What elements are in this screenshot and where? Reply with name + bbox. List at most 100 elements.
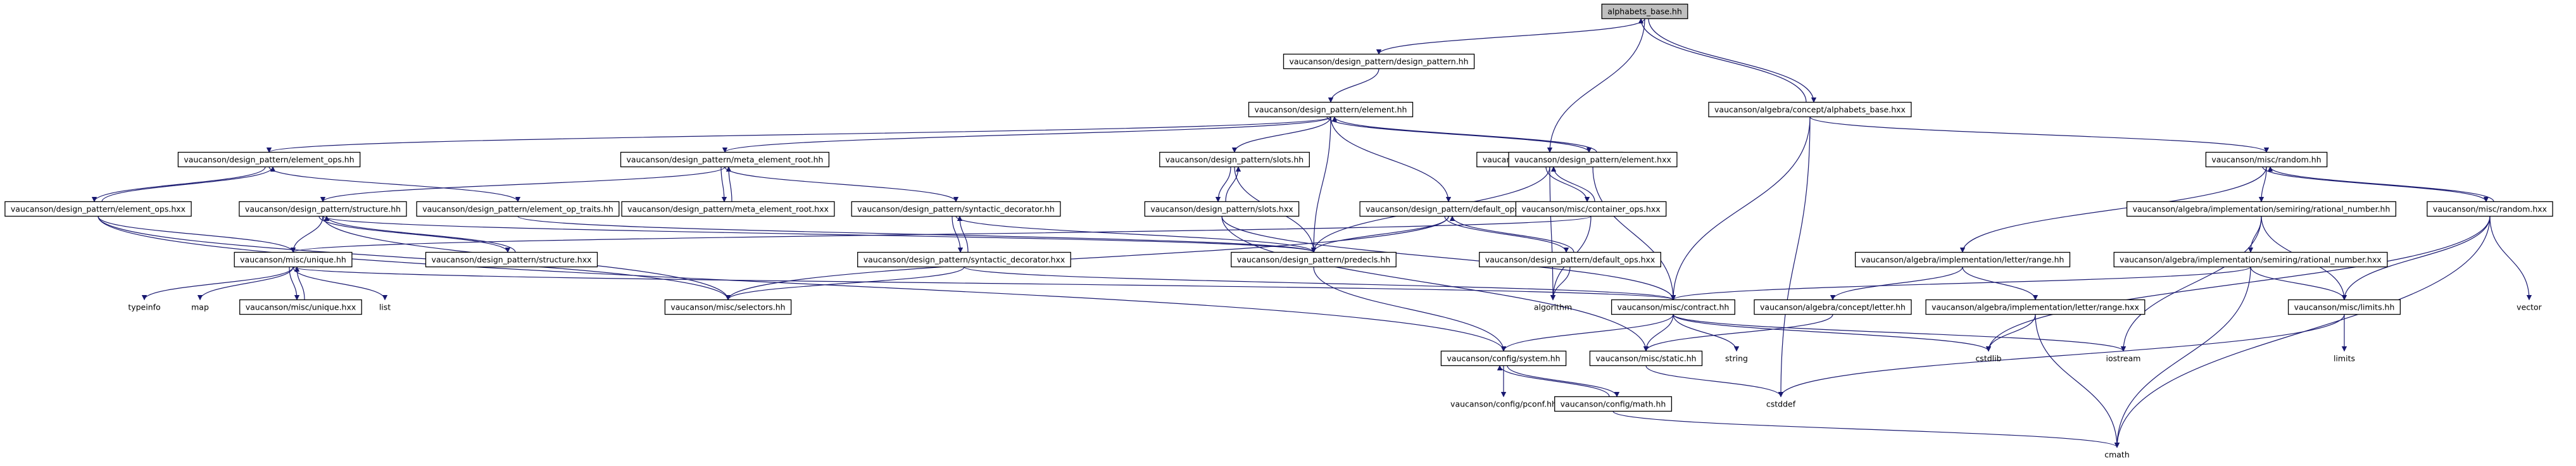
dependency-edge — [1497, 365, 1610, 397]
node-box — [1854, 251, 2071, 268]
dependency-edge — [197, 267, 294, 301]
node-box — [664, 299, 792, 315]
graph-node[interactable]: vaucanson/design_pattern/syntactic_decor… — [857, 251, 1071, 268]
graph-node[interactable]: vaucanson/design_pattern/slots.hh — [1159, 151, 1310, 168]
graph-node: iostream — [2106, 354, 2141, 363]
dependency-edge — [2267, 166, 2494, 202]
dependency-edge — [964, 266, 1676, 301]
node-box — [425, 251, 598, 268]
graph-node[interactable]: vaucanson/misc/limits.hh — [2287, 299, 2401, 315]
graph-node[interactable]: vaucanson/design_pattern/element.hh — [1248, 101, 1414, 118]
graph-node[interactable]: vaucanson/misc/selectors.hh — [664, 299, 792, 315]
node-label: vaucanson/design_pattern/design_pattern.… — [1289, 57, 1468, 66]
graph-node[interactable]: vaucanson/design_pattern/meta_element_ro… — [620, 151, 830, 168]
node-label: vaucanson/design_pattern/syntactic_decor… — [864, 255, 1065, 265]
node-box — [2126, 201, 2397, 217]
graph-node[interactable]: vaucanson/algebra/implementation/letter/… — [1854, 251, 2071, 268]
graph-node[interactable]: vaucanson/design_pattern/element_ops.hxx — [4, 201, 192, 217]
node-box — [416, 201, 620, 217]
node-label: vaucanson/design_pattern/element.hxx — [1514, 155, 1671, 165]
graph-node: vector — [2516, 303, 2542, 312]
dependency-edge — [1221, 216, 1649, 352]
graph-node[interactable]: vaucanson/misc/random.hh — [2205, 151, 2328, 168]
node-label: iostream — [2106, 354, 2141, 363]
node-label: map — [191, 303, 209, 312]
dependency-edge — [1809, 116, 2270, 153]
node-box — [234, 251, 353, 268]
node-label: vaucanson/design_pattern/meta_element_ro… — [627, 155, 824, 165]
dependency-edge — [2341, 216, 2491, 301]
graph-node[interactable]: vaucanson/config/system.hh — [1440, 350, 1567, 367]
dependency-edge — [722, 116, 1331, 153]
node-label: vaucanson/misc/static.hh — [1595, 354, 1696, 363]
node-label: vaucanson/misc/selectors.hh — [670, 303, 785, 312]
node-box — [621, 201, 835, 217]
graph-node[interactable]: vaucanson/misc/static.hh — [1589, 350, 1703, 367]
root-node-box — [1601, 3, 1688, 20]
node-label: vaucanson/algebra/concept/letter.hh — [1760, 303, 1906, 312]
dependency-edge — [1310, 116, 1331, 253]
node-label: vaucanson/misc/contract.hh — [1618, 303, 1730, 312]
graph-nodes: alphabets_base.hhvaucanson/design_patter… — [4, 3, 2553, 460]
dependency-edge — [1550, 166, 1595, 202]
node-label: cstddef — [1766, 400, 1796, 409]
dependency-edge — [1221, 216, 1676, 301]
node-box — [4, 201, 192, 217]
node-label: list — [379, 303, 391, 312]
dependency-edge — [2250, 267, 2347, 301]
dependency-edge — [291, 215, 1592, 253]
dependency-edge — [1449, 215, 1574, 253]
graph-node[interactable]: vaucanson/misc/random.hxx — [2427, 201, 2553, 217]
node-label: vaucanson/algebra/implementation/semirin… — [2120, 255, 2382, 265]
graph-node: algorithm — [1534, 303, 1572, 312]
node-box — [1248, 101, 1414, 118]
graph-node[interactable]: vaucanson/algebra/concept/alphabets_base… — [1708, 101, 1912, 118]
graph-node[interactable]: vaucanson/design_pattern/syntactic_decor… — [851, 201, 1061, 217]
dependency-edge — [955, 215, 1317, 253]
graph-node[interactable]: vaucanson/design_pattern/element_ops.hh — [177, 151, 361, 168]
graph-node[interactable]: vaucanson/design_pattern/meta_element_ro… — [621, 201, 835, 217]
node-label: vaucanson/design_pattern/predecls.hh — [1237, 255, 1390, 265]
node-box — [620, 151, 830, 168]
graph-node[interactable]: vaucanson/algebra/implementation/semirin… — [2126, 201, 2397, 217]
graph-node[interactable]: vaucanson/design_pattern/design_pattern.… — [1283, 53, 1475, 70]
graph-node[interactable]: vaucanson/design_pattern/default_ops.hh — [1359, 201, 1538, 217]
graph-node[interactable]: vaucanson/design_pattern/structure.hh — [239, 201, 407, 217]
graph-node[interactable]: vaucanson/design_pattern/slots.hxx — [1144, 201, 1300, 217]
dependency-edge — [318, 216, 511, 253]
graph-node[interactable]: vaucanson/config/math.hh — [1554, 396, 1673, 412]
graph-node[interactable]: vaucanson/misc/container_ops.hxx — [1515, 201, 1667, 217]
graph-node[interactable]: vaucanson/misc/unique.hxx — [239, 299, 362, 315]
graph-node: typeinfo — [128, 303, 160, 312]
graph-node: map — [191, 303, 209, 312]
node-box — [1589, 350, 1703, 367]
node-box — [1708, 101, 1912, 118]
graph-node[interactable]: vaucanson/design_pattern/default_ops.hxx — [1479, 251, 1661, 268]
graph-node[interactable]: vaucanson/design_pattern/predecls.hh — [1231, 251, 1397, 268]
node-label: vaucanson/misc/random.hh — [2211, 155, 2321, 165]
graph-node[interactable]: vaucanson/design_pattern/element.hxx — [1508, 151, 1678, 168]
dependency-edge — [1231, 116, 1331, 153]
node-label: vaucanson/config/pconf.hh — [1450, 400, 1557, 409]
graph-node[interactable]: vaucanson/algebra/concept/letter.hh — [1754, 299, 1912, 315]
node-box — [1554, 396, 1673, 412]
dependency-edge — [1778, 116, 1811, 398]
graph-node: cmath — [2104, 450, 2130, 460]
node-label: vaucanson/design_pattern/element.hh — [1255, 105, 1407, 115]
graph-node[interactable]: vaucanson/algebra/implementation/semirin… — [2113, 251, 2388, 268]
node-box — [857, 251, 1071, 268]
node-label: vaucanson/algebra/implementation/semirin… — [2133, 205, 2391, 214]
dependency-edge — [1444, 216, 1569, 253]
graph-node[interactable]: vaucanson/misc/unique.hh — [234, 251, 353, 268]
dependency-edge — [1638, 18, 1807, 103]
node-label: vaucanson/misc/unique.hh — [240, 255, 346, 265]
graph-node[interactable]: vaucanson/design_pattern/element_op_trai… — [416, 201, 620, 217]
node-box — [1754, 299, 1912, 315]
graph-node[interactable]: vaucanson/misc/contract.hh — [1611, 299, 1735, 315]
node-label: vaucanson/design_pattern/slots.hh — [1165, 155, 1304, 165]
dependency-edge — [1549, 167, 1556, 301]
dependency-edge — [1643, 314, 1674, 352]
graph-node[interactable]: vaucanson/algebra/implementation/letter/… — [1925, 299, 2146, 315]
node-label: vaucanson/misc/random.hxx — [2433, 205, 2547, 214]
graph-node[interactable]: vaucanson/design_pattern/structure.hxx — [425, 251, 598, 268]
